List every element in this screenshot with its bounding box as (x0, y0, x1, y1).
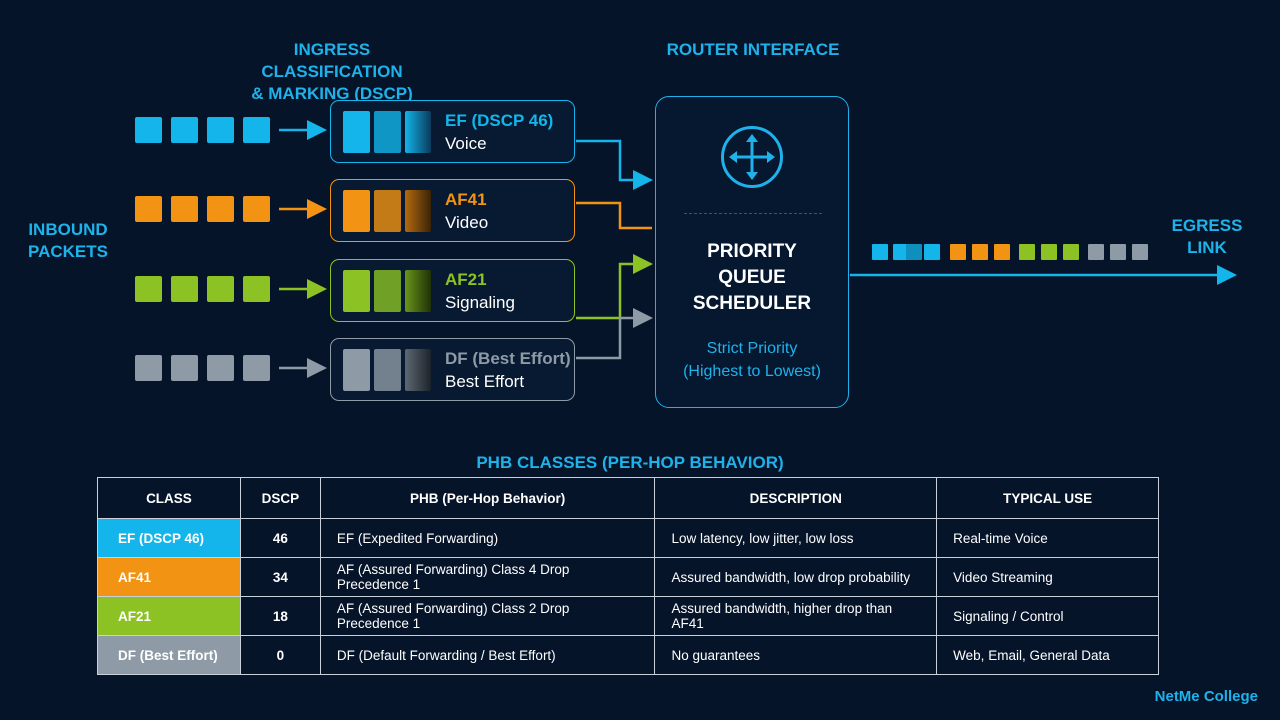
router-arrow-af21 (576, 254, 653, 320)
packet (243, 196, 270, 222)
table-row: AF21 18 AF (Assured Forwarding) Class 2 … (97, 596, 1159, 636)
router-divider (684, 213, 822, 214)
cell-dscp: 18 (239, 596, 321, 636)
table-row: DF (Best Effort) 0 DF (Default Forwardin… (97, 635, 1159, 675)
packet (1132, 244, 1148, 260)
packet (171, 276, 198, 302)
cell-phb: AF (Assured Forwarding) Class 2 Drop Pre… (319, 596, 656, 636)
class-use: Voice (445, 134, 487, 153)
router-arrow-ef (576, 139, 653, 190)
cell-use: Signaling / Control (936, 596, 1159, 636)
packet (135, 117, 162, 143)
packet (135, 196, 162, 222)
class-use: Best Effort (445, 372, 525, 391)
inbound-label: INBOUND PACKETS (28, 220, 108, 261)
packet (994, 244, 1010, 260)
class-box-af41: AF41 Video (330, 179, 575, 242)
packet (171, 196, 198, 222)
table-row: AF41 34 AF (Assured Forwarding) Class 4 … (97, 557, 1159, 597)
cell-dscp: 34 (239, 557, 321, 597)
col-header: PHB (Per-Hop Behavior) (319, 477, 656, 519)
router-icon (721, 126, 783, 188)
cell-phb: AF (Assured Forwarding) Class 4 Drop Pre… (319, 557, 656, 597)
phb-table: CLASS DSCP PHB (Per-Hop Behavior) DESCRI… (97, 477, 1159, 675)
router-heading: ROUTER INTERFACE (666, 40, 840, 59)
packet (1041, 244, 1057, 260)
scheduler-title: PRIORITY QUEUE SCHEDULER (692, 241, 812, 314)
col-header: DSCP (239, 477, 321, 519)
cell-dscp: 0 (239, 635, 321, 675)
packet (1088, 244, 1104, 260)
packet (893, 244, 909, 260)
class-box-df: DF (Best Effort) Best Effort (330, 338, 575, 401)
cell-class: EF (DSCP 46) (97, 518, 241, 558)
packet (207, 196, 234, 222)
class-name: DF (Best Effort) (445, 349, 571, 368)
router-arrow-df (576, 308, 653, 360)
class-use: Signaling (445, 293, 515, 312)
class-use: Video (445, 213, 489, 232)
packet (1063, 244, 1079, 260)
cell-phb: EF (Expedited Forwarding) (319, 518, 656, 558)
table-header-row: CLASS DSCP PHB (Per-Hop Behavior) DESCRI… (97, 477, 1159, 519)
col-header: CLASS (97, 477, 241, 519)
cell-dscp: 46 (239, 518, 321, 558)
col-header: TYPICAL USE (936, 477, 1159, 519)
scheduler-subtitle: Strict Priority (Highest to Lowest) (683, 340, 821, 380)
cell-description: Assured bandwidth, higher drop than AF41 (654, 596, 938, 636)
cell-phb: DF (Default Forwarding / Best Effort) (319, 635, 656, 675)
packet (872, 244, 888, 260)
cell-description: Low latency, low jitter, low loss (654, 518, 938, 558)
class-name: EF (DSCP 46) (445, 111, 554, 130)
packet (135, 355, 162, 381)
cell-use: Web, Email, General Data (936, 635, 1159, 675)
cell-class: AF21 (97, 596, 241, 636)
router-arrow-af41 (576, 201, 652, 230)
class-box-af21: AF21 Signaling (330, 259, 575, 322)
packet (1019, 244, 1035, 260)
packet (207, 276, 234, 302)
cell-use: Video Streaming (936, 557, 1159, 597)
packet (243, 117, 270, 143)
cell-class: AF41 (97, 557, 241, 597)
packet (906, 244, 922, 260)
packet (171, 355, 198, 381)
table-title: PHB CLASSES (PER-HOP BEHAVIOR) (476, 453, 784, 472)
packet (135, 276, 162, 302)
egress-label: EGRESS LINK (1171, 216, 1243, 257)
packet (243, 355, 270, 381)
col-header: DESCRIPTION (654, 477, 938, 519)
class-name: AF21 (445, 270, 487, 289)
packet (950, 244, 966, 260)
cell-use: Real-time Voice (936, 518, 1159, 558)
cell-description: No guarantees (654, 635, 938, 675)
cell-description: Assured bandwidth, low drop probability (654, 557, 938, 597)
packet (924, 244, 940, 260)
cell-class: DF (Best Effort) (97, 635, 241, 675)
class-name: AF41 (445, 190, 487, 209)
queue-bars (343, 111, 431, 153)
table-row: EF (DSCP 46) 46 EF (Expedited Forwarding… (97, 518, 1159, 558)
packet (243, 276, 270, 302)
queue-bars (343, 190, 431, 232)
packet (207, 355, 234, 381)
packet (972, 244, 988, 260)
packet (1110, 244, 1126, 260)
flow-connectors (279, 120, 1237, 378)
queue-bars (343, 349, 431, 391)
router-interface: PRIORITY QUEUE SCHEDULER Strict Priority… (655, 96, 849, 408)
class-box-ef: EF (DSCP 46) Voice (330, 100, 575, 163)
queue-bars (343, 270, 431, 312)
packet (171, 117, 198, 143)
ingress-heading: INGRESS CLASSIFICATION & MARKING (DSCP) (251, 40, 413, 103)
packet (207, 117, 234, 143)
brand-logo-text: NetMe College (1154, 688, 1258, 705)
